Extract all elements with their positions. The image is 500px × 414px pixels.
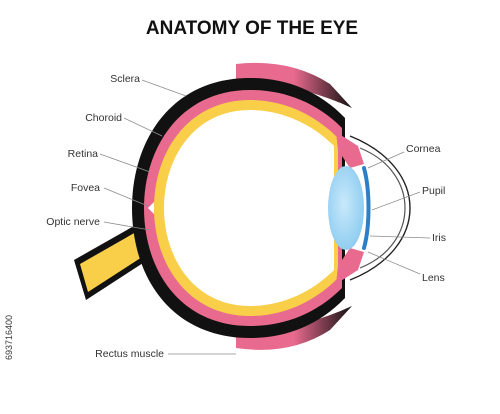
fovea-pit — [148, 202, 154, 214]
optic-nerve-leader — [103, 221, 151, 231]
label-sclera: Sclera — [110, 73, 140, 85]
retina-leader — [99, 153, 151, 173]
label-iris: Iris — [432, 232, 446, 244]
pupil-leader — [371, 191, 421, 211]
fovea-leader — [103, 187, 149, 207]
label-optic-nerve: Optic nerve — [46, 216, 100, 228]
label-cornea: Cornea — [406, 143, 441, 155]
stock-id: 693716400 — [4, 315, 14, 360]
cornea-front — [349, 135, 411, 281]
diagram-title: ANATOMY OF THE EYE — [146, 18, 358, 39]
eyeball — [132, 78, 345, 338]
ciliary-body-top — [336, 132, 364, 168]
sclera-leader — [141, 79, 187, 97]
label-retina: Retina — [68, 148, 99, 160]
cornea-leader — [367, 151, 405, 169]
label-rectus-muscle: Rectus muscle — [95, 348, 164, 360]
ciliary-body-bottom — [336, 248, 364, 284]
iris — [362, 166, 371, 250]
label-choroid: Choroid — [85, 112, 122, 124]
lens — [328, 166, 364, 250]
lens-leader — [367, 251, 421, 275]
label-fovea: Fovea — [71, 182, 100, 194]
iris-leader — [369, 235, 431, 239]
choroid-leader — [123, 117, 163, 137]
label-lens: Lens — [422, 272, 445, 284]
vitreous-body — [164, 110, 334, 306]
label-pupil: Pupil — [422, 185, 445, 197]
